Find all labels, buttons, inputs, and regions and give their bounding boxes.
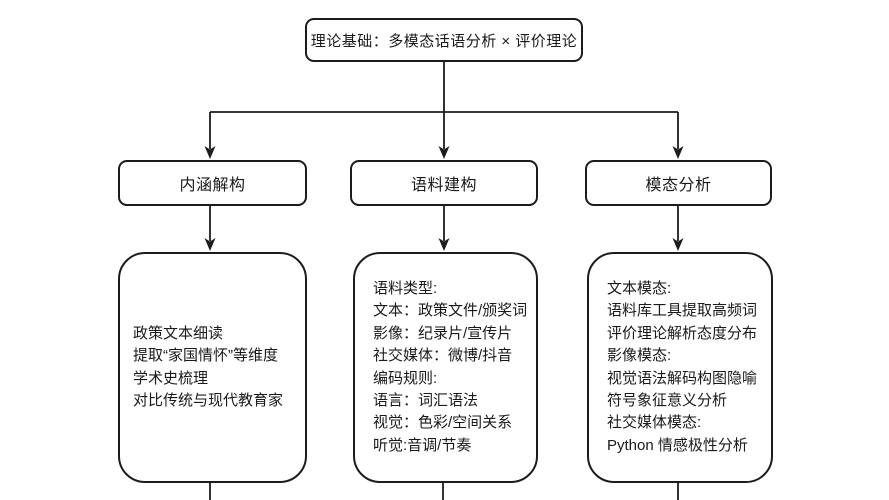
arrowhead-down-icon — [204, 146, 216, 159]
arrowhead-down-icon — [672, 238, 684, 251]
detail-line: 符号象征意义分析 — [607, 391, 728, 409]
detail-line: 视觉：色彩/空间关系 — [373, 414, 513, 432]
detail-line: 政策文本细读 — [133, 324, 224, 342]
detail-line: 语料库工具提取高频词 — [607, 302, 758, 320]
detail-line: 影像：纪录片/宣传片 — [373, 324, 513, 342]
arrowhead-down-icon — [438, 238, 450, 251]
node-corpus-details: 语料类型: 文本：政策文件/颁奖词 影像：纪录片/宣传片 社交媒体：微博/抖音 … — [353, 252, 538, 483]
node-connotation-deconstruction: 内涵解构 — [118, 160, 307, 206]
detail-line: 评价理论解析态度分布 — [607, 324, 758, 342]
detail-line: 学术史梳理 — [133, 369, 209, 387]
detail-line: 文本模态: — [607, 279, 672, 297]
node-connotation-details: 政策文本细读 提取“家国情怀”等维度 学术史梳理 对比传统与现代教育家 — [118, 252, 307, 483]
arrowhead-down-icon — [672, 146, 684, 159]
detail-line: 文本：政策文件/颁奖词 — [373, 302, 528, 320]
node-modality-analysis-label: 模态分析 — [645, 177, 712, 194]
detail-line: 社交媒体：微博/抖音 — [373, 347, 513, 365]
node-corpus-construction: 语料建构 — [350, 160, 538, 206]
arrowhead-down-icon — [438, 146, 450, 159]
detail-line: 视觉语法解码构图隐喻 — [607, 369, 758, 387]
detail-line: 语料类型: — [373, 279, 438, 297]
detail-line: 社交媒体模态: — [607, 414, 702, 432]
detail-line: 语言：词汇语法 — [373, 391, 479, 409]
node-theory-foundation-label: 理论基础：多模态话语分析 × 评价理论 — [310, 32, 578, 50]
node-theory-foundation: 理论基础：多模态话语分析 × 评价理论 — [305, 18, 583, 62]
arrowhead-down-icon — [204, 238, 216, 251]
detail-line: 提取“家国情怀”等维度 — [133, 347, 278, 365]
detail-line: 编码规则: — [373, 369, 438, 387]
detail-line: 影像模态: — [607, 347, 672, 365]
detail-line: 对比传统与现代教育家 — [133, 391, 284, 409]
node-corpus-construction-label: 语料建构 — [410, 177, 477, 194]
node-modality-analysis: 模态分析 — [585, 160, 772, 206]
detail-line: Python 情感极性分析 — [607, 436, 748, 454]
node-connotation-deconstruction-label: 内涵解构 — [179, 177, 246, 194]
node-modality-details: 文本模态: 语料库工具提取高频词 评价理论解析态度分布 影像模态: 视觉语法解码… — [587, 252, 773, 483]
detail-line: 听觉:音调/节奏 — [373, 436, 472, 454]
